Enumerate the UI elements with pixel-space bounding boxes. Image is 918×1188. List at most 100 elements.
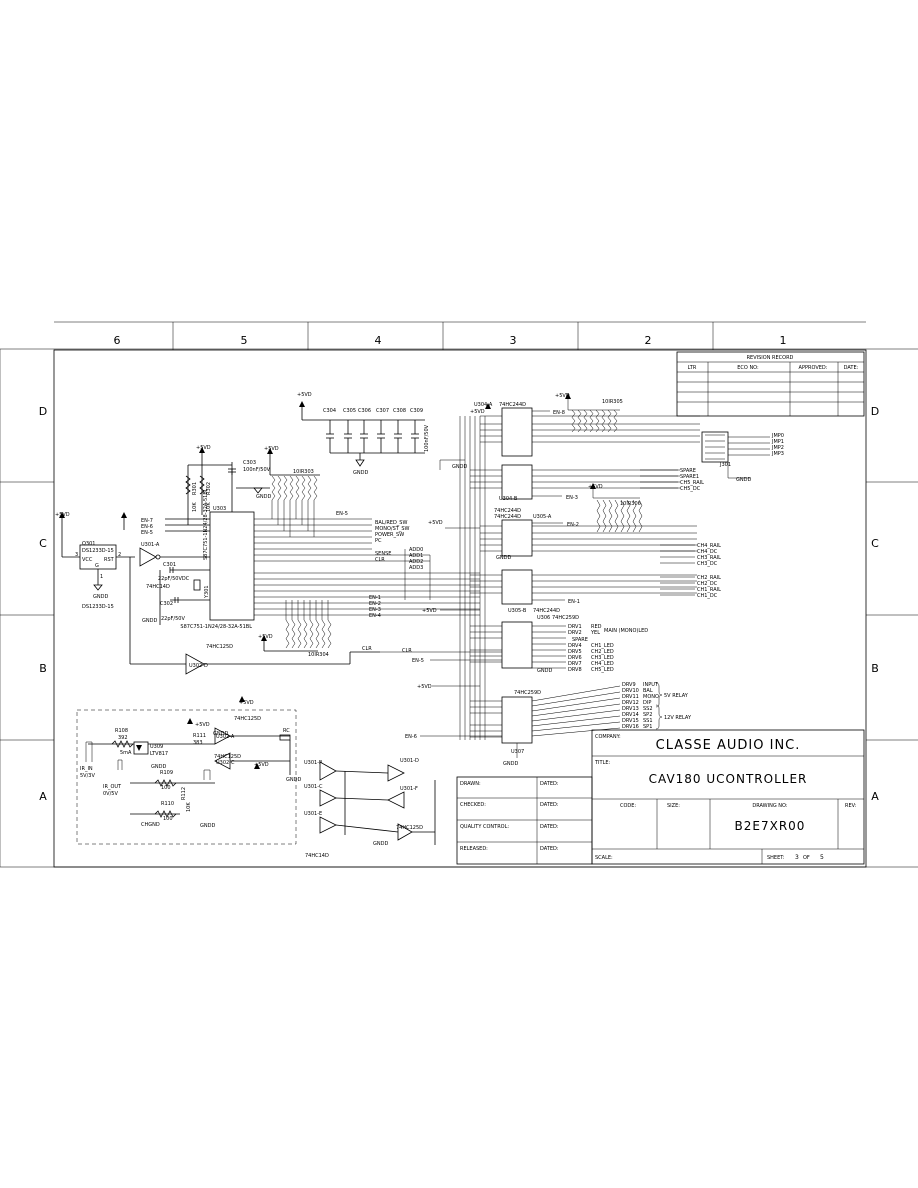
sheet-label: SHEET: [767, 855, 785, 861]
net-ch4-dc: CH4_DC [697, 549, 718, 555]
ir-out-level: 0V/5V [103, 791, 118, 797]
net-add2: ADD2 [409, 559, 423, 565]
led-red: RED [591, 624, 602, 630]
resistor-element-icon [632, 499, 637, 533]
u305a-ref: U305-A [533, 514, 552, 520]
cap-c303-ref: C303 [243, 460, 256, 466]
net-spare: SPARE [680, 468, 696, 474]
extra-buf-part: 74HC125D [396, 825, 423, 831]
sheet-of-label: OF [803, 855, 810, 861]
resistor-element-icon [301, 475, 306, 501]
net-drv5: DRV5 [568, 649, 582, 655]
r108-ref: R108 [115, 728, 128, 734]
rev-label: REV: [845, 803, 857, 809]
unused-inverters: U301-B U301-C U301-E U301-D U301-F 74HC1… [304, 758, 436, 859]
crystal-y301-icon [193, 579, 201, 591]
u301c-ref: U301-C [304, 784, 323, 790]
cap-c302-value: 22pF/50V [161, 616, 185, 622]
u303-part: S87C751-1N24/28-32A-51BL [203, 488, 209, 560]
net-en2: EN-2 [369, 601, 381, 607]
net-ch4-led: CH4_LED [591, 661, 614, 667]
resistor-element-icon [577, 409, 582, 433]
zone-col-4: 4 [375, 334, 382, 347]
net-en6: EN-6 [141, 524, 153, 530]
net-pc: PC [375, 538, 382, 544]
r111-supply: +5VD [195, 722, 210, 728]
q301-vcc: VCC [82, 557, 93, 563]
resistor-element-icon [283, 475, 288, 501]
ir-rc-label: RC [283, 728, 290, 734]
u301e-ref: U301-E [304, 811, 322, 817]
checked-label: CHECKED: [460, 802, 486, 808]
resistor-element-icon [297, 619, 302, 649]
ir-buf-gnd: GNDD [213, 731, 228, 737]
power-arrow-icon [565, 393, 571, 399]
zone-row-c-right: C [871, 537, 879, 550]
resistor-element-icon [295, 475, 300, 501]
power-arrow-icon [299, 401, 305, 407]
inverters-gnd: GNDD [373, 841, 388, 847]
q301-pin3: 3 [75, 552, 78, 558]
q301-part: DS1233D-15 [82, 548, 114, 554]
inverter-u301f-icon [387, 791, 405, 809]
resistor-element-icon [626, 499, 631, 533]
sheet-border [0, 321, 918, 868]
net-en8: EN-8 [553, 410, 565, 416]
scale-label: SCALE: [595, 855, 613, 861]
r110-value: 100 [163, 816, 173, 822]
net-ch3-dc: CH3_DC [697, 561, 718, 567]
decoupling-caps: +5VD GNDD C304 C305 C306 C307 C308 C309 … [297, 392, 430, 476]
resistor-r302-icon [199, 475, 205, 495]
r109-value: 100 [161, 785, 171, 791]
resistor-element-icon [614, 499, 619, 533]
relay-ss2: SS2 [643, 706, 653, 712]
relay-12v-label: 12V RELAY [664, 715, 692, 721]
power-arrow-icon [239, 696, 245, 702]
u302a-ref: U302-A [216, 734, 235, 740]
ir-buf-supply2: +5VD [254, 762, 269, 768]
zone-row-b-right: B [871, 662, 879, 675]
net-en1-flag: EN-1 [568, 599, 580, 605]
resistor-element-icon [613, 409, 618, 433]
q301-body [79, 544, 117, 570]
u304-gnd: GNDD [452, 464, 467, 470]
rn303-pullup-network: +5VD 10IR303 [264, 446, 320, 537]
resistor-element-icon [589, 409, 594, 433]
cap-c302-ref: C302 [160, 601, 173, 607]
net-drv1: DRV1 [568, 624, 582, 630]
u303-body [209, 511, 255, 621]
cap-c304-ref: C304 [323, 408, 336, 414]
u305a-gnd: GNDD [496, 555, 511, 561]
u306-part: 74HC259D [552, 615, 579, 621]
rn306-supply: +5VD [588, 484, 603, 490]
zone-col-5: 5 [241, 334, 248, 347]
title-label: TITLE: [594, 760, 611, 766]
cap-row-gnd: GNDD [353, 470, 368, 476]
net-jmp3: JMP3 [771, 451, 784, 457]
crystal-gnd: GNDD [142, 618, 157, 624]
j301-ref: J301 [719, 462, 731, 468]
net-en3-flag: EN-3 [566, 495, 578, 501]
net-jmp2: JMP2 [771, 445, 784, 451]
rn304-network: +5VD 10IR304 [258, 600, 332, 658]
ir-out-label: IR_OUT [103, 784, 122, 790]
relay-bal: BAL [643, 688, 653, 694]
net-ch1-rail: CH1_RAIL [697, 587, 721, 593]
inverter-u301e-icon [319, 816, 337, 834]
rn304-ref: 10IR304 [308, 652, 329, 658]
r111-ref: R111 [193, 733, 206, 739]
resistor-element-icon [313, 475, 318, 501]
ir-current: 5mA [120, 750, 132, 756]
net-drv6: DRV6 [568, 655, 582, 661]
net-spare1: SPARE1 [680, 474, 699, 480]
ir-buf-part-top: 74HC125D [234, 716, 261, 722]
net-en6-flag: EN-6 [405, 734, 417, 740]
drawn-label: DRAWN: [460, 781, 481, 787]
resistor-element-icon [601, 409, 606, 433]
drawing-title: CAV180 UCONTROLLER [649, 772, 808, 786]
u301a-ref: U301-A [141, 542, 160, 548]
u304b-ref: U304-B [499, 496, 518, 502]
net-drv16: DRV16 [622, 724, 639, 730]
u309-part: LTV817 [150, 751, 168, 757]
